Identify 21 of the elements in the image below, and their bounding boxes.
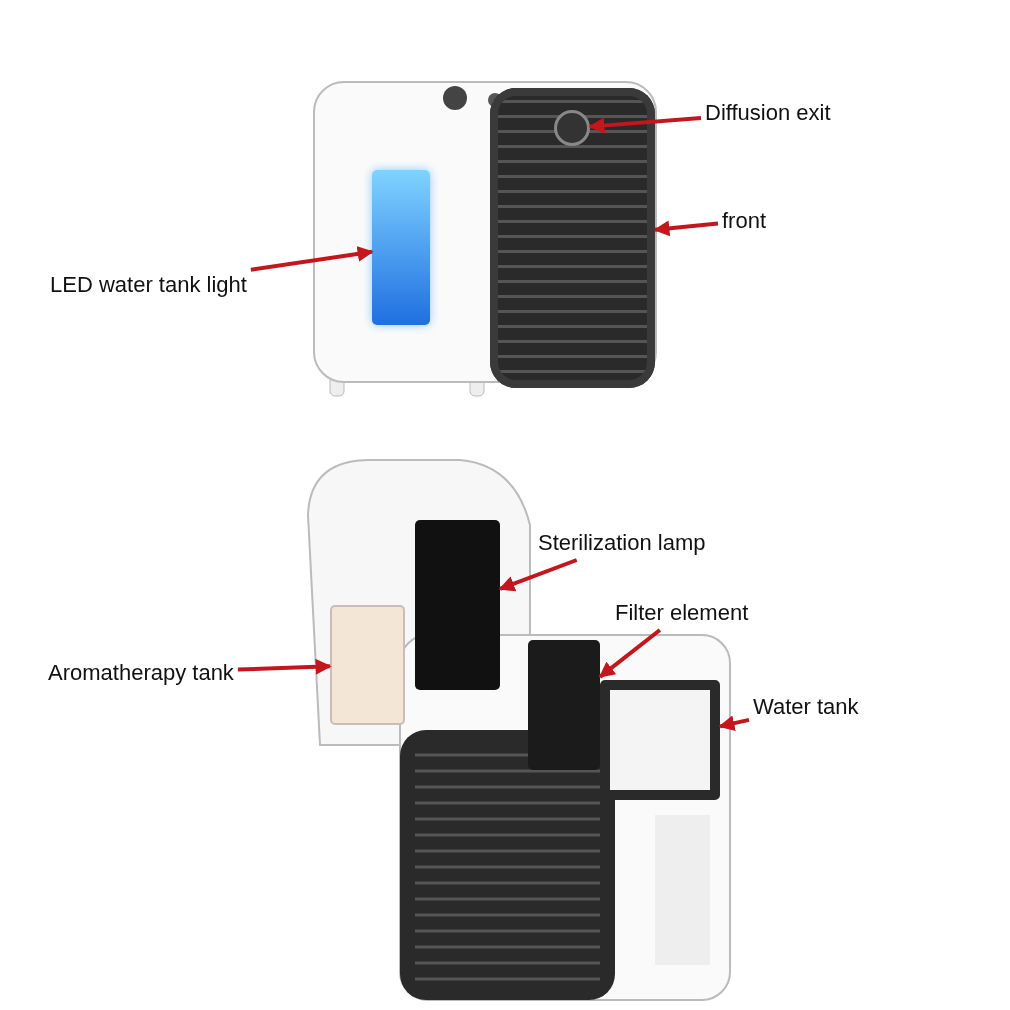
vent-grille: [490, 88, 655, 388]
arrow: [588, 116, 702, 134]
lamp-board: [415, 520, 500, 690]
arrow: [498, 558, 578, 592]
filter-compartment: [528, 640, 600, 770]
part-label: Diffusion exit: [705, 100, 831, 126]
arrow: [598, 628, 662, 679]
part-label: LED water tank light: [50, 272, 247, 298]
water-tank: [600, 680, 720, 800]
round-outlet: [554, 110, 590, 146]
arrow: [718, 715, 750, 732]
part-label: Aromatherapy tank: [48, 660, 234, 686]
part-label: Filter element: [615, 600, 749, 626]
small-tank: [330, 605, 405, 725]
part-label: front: [722, 208, 767, 234]
part-label: Water tank: [753, 694, 859, 720]
glowing-panel: [372, 170, 430, 325]
arrow: [237, 658, 332, 675]
arrow: [250, 246, 374, 272]
part-label: Sterilization lamp: [538, 530, 706, 556]
arrow: [653, 220, 719, 237]
